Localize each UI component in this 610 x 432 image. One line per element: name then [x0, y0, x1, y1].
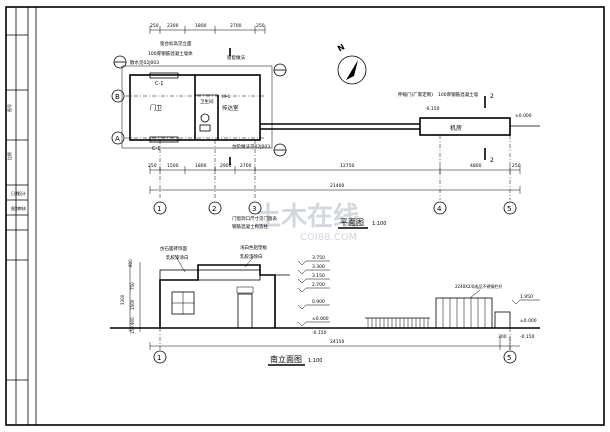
- note-wall: 100厚钢筋混凝土墙体: [148, 50, 193, 57]
- plan-bot-dim-4: 2900: [220, 163, 232, 169]
- machine-room-label: 机房: [450, 124, 462, 132]
- elev-label-panel: 浅白色铝塑板: [240, 244, 267, 251]
- elev-dim-2: 3300: [120, 294, 125, 305]
- plan-bot-dim-7: 4800: [470, 163, 482, 169]
- tb-cell-4: 图别: [11, 205, 19, 211]
- note-gate: 伸缩门(厂家定制): [398, 91, 433, 98]
- axis-2: 2: [212, 205, 216, 213]
- tb-cell-6: 审核: [18, 205, 26, 211]
- elev-door: [237, 293, 253, 329]
- south-elevation: 仿石面砖饰面 乳胶漆涂白 浅白色铝塑板 乳胶漆涂白 3.750 3.300 3.…: [110, 244, 540, 366]
- section-mark-top: 2: [490, 93, 494, 100]
- section-mark-bottom: 2: [490, 157, 494, 164]
- elevation-title: 南立面图: [270, 354, 302, 364]
- plan-top-dim-4: 2700: [230, 23, 242, 29]
- axis-3: 3: [252, 205, 256, 213]
- plan-scale: 1:100: [372, 221, 386, 227]
- gate-machine-room: [419, 117, 511, 136]
- level-6: ±0.000: [312, 316, 329, 322]
- axis-a: A: [115, 135, 120, 143]
- elev-axis-5: 5: [507, 354, 511, 362]
- plan-title: 平面图: [340, 218, 364, 227]
- level-1: 3.750: [312, 255, 325, 261]
- axis-4: 4: [437, 205, 442, 213]
- watermark-text: 土木在线: [255, 202, 359, 232]
- elev-dim-4: 1500: [130, 299, 135, 310]
- plan-elev-minus: -0.150: [425, 106, 440, 112]
- level-5: 0.900: [312, 299, 325, 305]
- elev-dim-6: 150: [130, 326, 135, 334]
- plan-axis-bubbles: 1 2 3 4 5 B A: [111, 89, 517, 215]
- roof-outline: [121, 65, 273, 149]
- note-wall-2: 100厚钢筋混凝土墙: [438, 91, 479, 98]
- plan-top-dim-3: 1800: [195, 23, 207, 29]
- plan-total-dim: 21400: [330, 183, 344, 189]
- note-column: 钢筋混凝土构造柱: [232, 223, 268, 230]
- plan-top-dim-2: 2300: [167, 23, 179, 29]
- room-guard: 门卫: [150, 104, 162, 112]
- note-sill: 窗台标高见立面: [160, 40, 192, 47]
- elev-level-right: 1.950: [520, 294, 533, 300]
- tb-cell-5: 设计: [18, 190, 26, 196]
- elev-level-right-2: ±0.000: [520, 318, 537, 324]
- note-apron: 散水见02J003: [130, 59, 159, 66]
- room-wc: 卫生间: [200, 98, 214, 105]
- elev-level-marks: 3.750 3.300 3.150 2.700 0.900 ±0.000 -0.…: [297, 255, 330, 336]
- sheet-border: [5, 6, 605, 426]
- svg-text:N: N: [336, 42, 346, 53]
- note-opening: 门窗洞口尺寸见门窗表: [232, 215, 277, 222]
- plan-bot-dim-8: 250: [512, 163, 521, 169]
- elev-level-right-3: -0.150: [520, 334, 535, 340]
- note-steps: 台阶做法见02J003: [232, 143, 270, 150]
- plan-bot-dim-5: 2700: [240, 163, 252, 169]
- level-2: 3.300: [312, 264, 325, 270]
- room-duty: 传达室: [222, 104, 239, 112]
- title-block: 图号 比例 日期 图别 设计 审核: [6, 7, 37, 425]
- door-m1: M-1: [222, 94, 231, 100]
- floor-plan: 250 2300 1800 2700 250 C-1 C-1 门卫 传达室 卫生…: [111, 23, 540, 230]
- elevation-scale: 1:100: [308, 358, 322, 364]
- tb-cell-2: 比例: [6, 152, 12, 160]
- tb-cell-3: 日期: [11, 190, 19, 196]
- axis-b: B: [115, 93, 120, 101]
- elev-label-stone: 仿石面砖饰面: [160, 245, 187, 252]
- axis-5: 5: [507, 205, 511, 213]
- elev-label-railing: 2240X2/0成品不锈钢栏杆: [455, 283, 502, 289]
- level-4: 2.700: [312, 282, 325, 288]
- watermark: 土木在线 COI88.COM: [255, 202, 359, 243]
- note-window-trim: 窗套做法: [227, 54, 245, 61]
- elev-bottom-dim-1: 24150: [330, 339, 344, 345]
- elev-axis-1: 1: [157, 354, 161, 362]
- plan-top-dim-1: 250: [150, 23, 159, 29]
- tb-cell-1: 图号: [6, 104, 12, 112]
- plan-top-dim-5: 250: [256, 23, 265, 29]
- plan-bot-dim-6: 12750: [340, 163, 354, 169]
- window-c1-bottom: C-1: [152, 146, 160, 152]
- plan-bot-dim-1: 250: [148, 163, 157, 169]
- north-arrow: N: [336, 42, 367, 85]
- axis-1: 1: [157, 205, 161, 213]
- elev-label-paint: 乳胶漆涂白: [166, 254, 189, 261]
- level-7: -0.150: [312, 330, 327, 336]
- elev-railing: [365, 317, 430, 329]
- level-3: 3.150: [312, 273, 325, 279]
- watermark-sub: COI88.COM: [300, 232, 357, 243]
- elev-bottom-dim-2: 300: [498, 334, 507, 340]
- elev-dim-3: 750: [130, 282, 135, 290]
- plan-elev-zero: ±0.000: [515, 113, 532, 119]
- elev-label-paint-2: 乳胶漆涂白: [240, 253, 263, 260]
- elev-dim-1: 600: [128, 259, 133, 267]
- window-c1-top: C-1: [155, 81, 163, 87]
- plan-bot-dim-3: 1800: [195, 163, 207, 169]
- plan-bot-dim-2: 1500: [167, 163, 179, 169]
- elev-dim-5: 900: [130, 317, 135, 325]
